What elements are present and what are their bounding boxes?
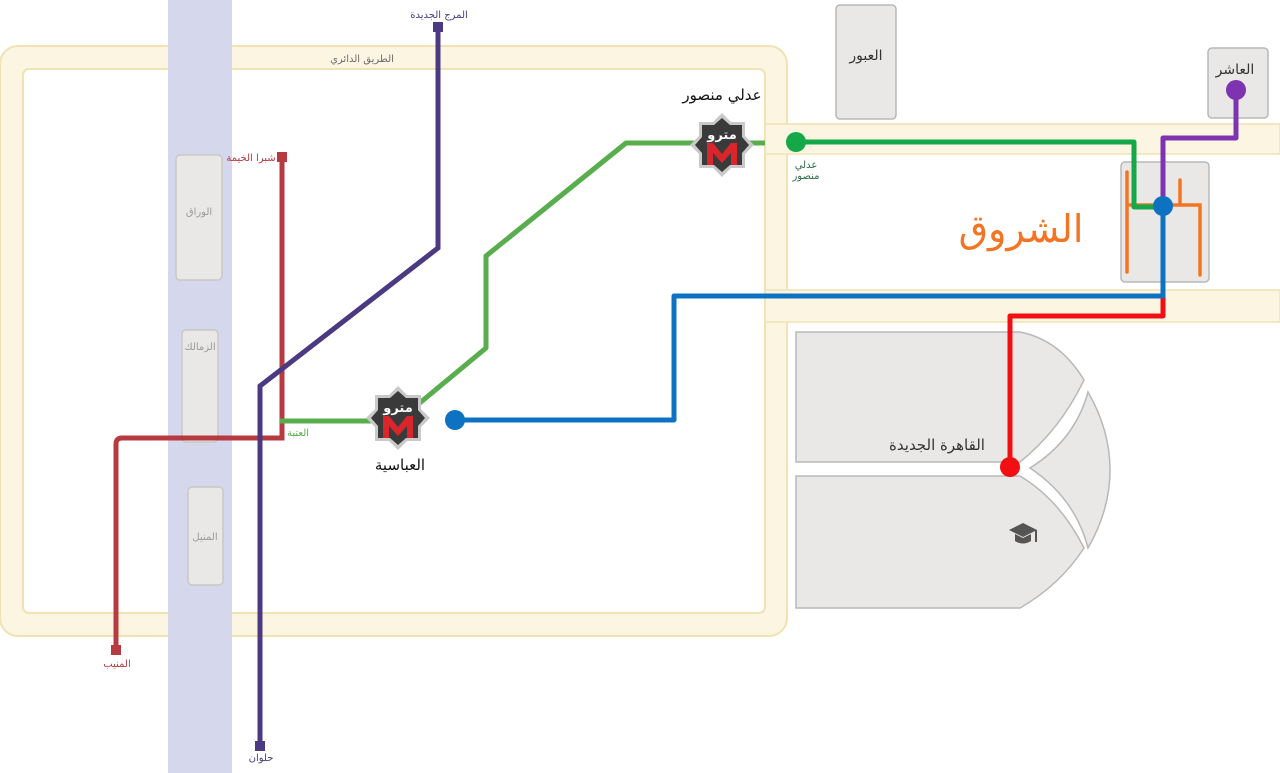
adly-mansour-node[interactable]	[786, 132, 806, 152]
metro-line-2	[257, 28, 441, 745]
manial-label: المنيل	[192, 532, 217, 543]
adly-small-label-2: منصور	[791, 171, 819, 182]
monib-terminal	[111, 645, 121, 655]
island-warraq: الوراق	[175, 154, 223, 281]
route-blue	[455, 207, 1166, 423]
block-obour: العبور	[835, 4, 897, 120]
new-cairo-blocks	[795, 331, 1111, 609]
adly-mansour-label: عدلي منصور	[681, 86, 761, 105]
graduation-cap-icon	[1009, 523, 1037, 544]
metro-logo-text: مترو	[382, 401, 413, 416]
asher-label: العاشر	[1215, 62, 1255, 78]
adly-small-label-1: عدلي	[795, 160, 818, 171]
shubra-label: شبرا الخيمة	[226, 153, 275, 164]
ring-road-label: الطريق الدائري	[330, 54, 394, 65]
metro-logo-text: مترو	[706, 128, 737, 143]
warraq-label: الوراق	[186, 207, 212, 218]
new-cairo-label: القاهرة الجديدة	[889, 436, 985, 454]
route-green	[796, 139, 1162, 210]
metro-line-1	[113, 157, 285, 650]
helwan-terminal	[255, 741, 265, 751]
sherouk-hub-node[interactable]	[1153, 196, 1173, 216]
shubra-terminal	[277, 152, 287, 162]
island-manial: المنيل	[187, 486, 224, 586]
metro-station-icon[interactable]: مترو	[690, 113, 754, 177]
helwan-label: حلوان	[249, 753, 274, 764]
marg-label: المرج الجديدة	[410, 10, 468, 21]
metro-station-icon[interactable]: مترو	[366, 386, 430, 450]
route-purple	[1160, 90, 1239, 200]
obour-label: العبور	[848, 48, 882, 64]
monib-label: المنيب	[103, 659, 130, 670]
new-cairo-node[interactable]	[1000, 457, 1020, 477]
asher-node[interactable]	[1226, 80, 1246, 100]
ataba-label: العتبة	[287, 428, 309, 439]
sherouk-label: الشروق	[959, 207, 1084, 252]
island-zamalek: الزمالك	[181, 329, 219, 443]
abbasiya-blue-node[interactable]	[445, 410, 465, 430]
abbasiya-label: العباسية	[375, 456, 425, 474]
zamalek-label: الزمالك	[184, 342, 215, 353]
marg-terminal	[433, 22, 443, 32]
